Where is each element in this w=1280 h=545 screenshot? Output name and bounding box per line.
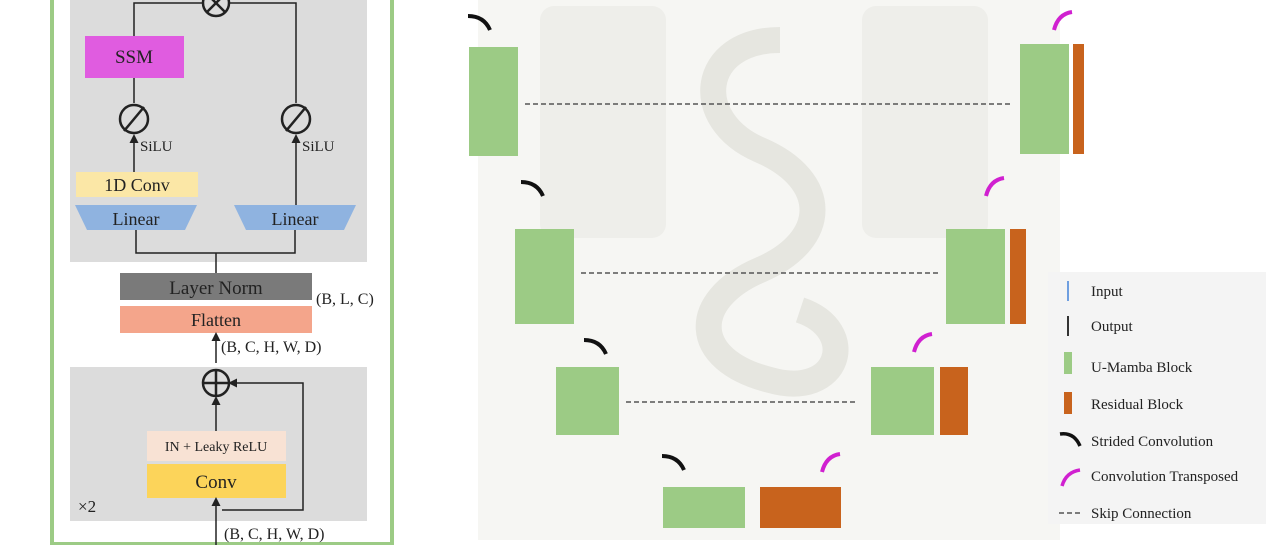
bg-panel-left xyxy=(540,6,666,238)
residual-block-1 xyxy=(1073,44,1084,154)
strided-conv-legend-icon xyxy=(1059,432,1082,447)
layer-norm-label: Layer Norm xyxy=(169,278,263,299)
legend: Input Output U-Mamba Block Residual Bloc… xyxy=(1048,272,1266,524)
strided-conv-icon xyxy=(583,338,608,355)
bottleneck-block xyxy=(663,487,745,528)
legend-input: Input xyxy=(1091,284,1123,300)
linear-right-label: Linear xyxy=(272,209,319,229)
silu-left-icon xyxy=(118,103,150,135)
ssm-box xyxy=(85,36,184,78)
legend-u-mamba-block: U-Mamba Block xyxy=(1091,360,1193,376)
shape-bchwd-mid: (B, C, H, W, D) xyxy=(221,339,321,356)
transposed-conv-legend-icon xyxy=(1060,468,1081,487)
flatten-box xyxy=(120,306,312,333)
transposed-conv-icon xyxy=(820,452,841,473)
legend-convolution-transposed: Convolution Transposed xyxy=(1091,469,1239,485)
transposed-conv-icon xyxy=(912,332,933,353)
in-leaky-box xyxy=(147,431,286,461)
decoder-block-3 xyxy=(871,367,934,435)
conv-box xyxy=(147,464,286,498)
u-mamba-block-icon xyxy=(1064,352,1072,374)
conv1d-box xyxy=(76,172,198,197)
linear-right-box xyxy=(234,205,356,230)
transposed-conv-icon xyxy=(1052,10,1073,31)
decoder-block-1 xyxy=(1020,44,1069,154)
legend-residual-block: Residual Block xyxy=(1091,397,1184,413)
residual-block-2 xyxy=(1010,229,1026,324)
silu-right-icon xyxy=(280,103,312,135)
linear-left-box xyxy=(75,205,197,230)
unet-architecture xyxy=(467,0,1084,540)
conv1d-label: 1D Conv xyxy=(104,175,170,195)
bg-panel-right xyxy=(862,6,988,238)
repeat-label: ×2 xyxy=(78,497,96,516)
bottleneck-residual-block xyxy=(760,487,841,528)
shape-bchwd-bottom: (B, C, H, W, D) xyxy=(224,526,324,543)
transposed-conv-icon xyxy=(984,176,1005,197)
strided-conv-icon xyxy=(467,14,492,31)
block-detail-panel: SSM SiLU SiLU 1D Conv Linear Linear Laye… xyxy=(50,0,394,545)
legend-strided-convolution: Strided Convolution xyxy=(1091,434,1214,450)
silu-right-label: SiLU xyxy=(302,139,335,155)
strided-conv-icon xyxy=(661,454,686,471)
encoder-block-2 xyxy=(515,229,574,324)
residual-block-3 xyxy=(940,367,968,435)
add-icon xyxy=(201,368,231,398)
ssm-label: SSM xyxy=(115,47,153,68)
residual-block-icon xyxy=(1064,392,1072,414)
encoder-block-3 xyxy=(556,367,619,435)
in-leaky-label: IN + Leaky ReLU xyxy=(165,440,267,455)
legend-skip-connection: Skip Connection xyxy=(1091,506,1192,522)
snake-silhouette xyxy=(695,27,849,397)
decoder-block-2 xyxy=(946,229,1005,324)
flatten-label: Flatten xyxy=(191,310,241,330)
layer-norm-box xyxy=(120,273,312,300)
conv-label: Conv xyxy=(195,472,237,493)
silu-left-label: SiLU xyxy=(140,139,173,155)
legend-box xyxy=(1048,272,1266,524)
shape-blc: (B, L, C) xyxy=(316,291,374,308)
linear-left-label: Linear xyxy=(113,209,160,229)
encoder-block-1 xyxy=(469,47,518,156)
strided-conv-icon xyxy=(520,180,545,197)
legend-output: Output xyxy=(1091,319,1134,335)
